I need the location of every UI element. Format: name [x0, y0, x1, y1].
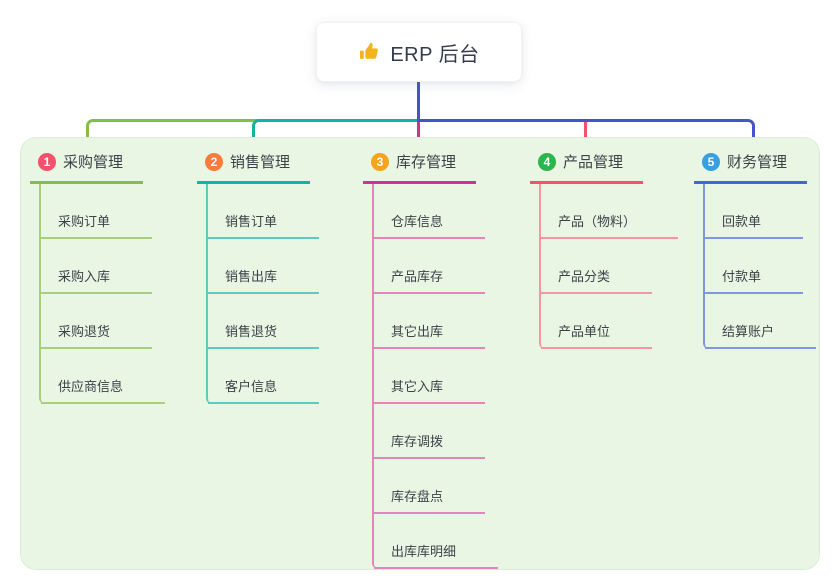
branch-label: 销售管理 [230, 154, 291, 171]
child-node-label[interactable]: 付款单 [705, 266, 804, 294]
child-node-label[interactable]: 采购退货 [41, 321, 153, 349]
branch-number-badge: 3 [371, 152, 389, 171]
child-node-label[interactable]: 供应商信息 [41, 376, 166, 404]
child-node-label[interactable]: 销售出库 [208, 266, 320, 294]
child-node-label[interactable]: 库存调拨 [374, 431, 486, 459]
child-node-label[interactable]: 客户信息 [208, 376, 320, 404]
child-node: 销售出库 [208, 239, 320, 294]
branch-label: 产品管理 [563, 154, 624, 171]
connector-drop-product [584, 122, 587, 142]
branch-number-badge: 1 [38, 152, 56, 171]
branch: 5 财务管理 回款单 付款单 结算账户 [694, 146, 817, 349]
branch-header-3[interactable]: 3 库存管理 [363, 146, 476, 184]
branch-header-4[interactable]: 4 产品管理 [530, 146, 643, 184]
branch-children: 采购订单 采购入库 采购退货 供应商信息 [39, 184, 166, 404]
child-node: 采购订单 [41, 184, 165, 239]
branch-number-badge: 2 [205, 152, 223, 171]
branch-label: 财务管理 [727, 154, 788, 171]
branch-header-2[interactable]: 2 销售管理 [197, 146, 310, 184]
child-node: 销售订单 [208, 184, 320, 239]
branch-header-5[interactable]: 5 财务管理 [694, 146, 807, 184]
child-node: 库存盘点 [374, 459, 498, 514]
child-node: 采购退货 [41, 294, 165, 349]
root-node-label: ERP 后台 [390, 43, 480, 66]
child-node-label[interactable]: 销售退货 [208, 321, 320, 349]
branches-panel [20, 137, 820, 570]
child-node: 结算账户 [705, 294, 817, 349]
connector-elbow-purchase [86, 119, 419, 144]
child-node-label[interactable]: 结算账户 [705, 321, 817, 349]
child-node-label[interactable]: 库存盘点 [374, 486, 486, 514]
branch-children: 回款单 付款单 结算账户 [703, 184, 817, 349]
child-node-label[interactable]: 采购订单 [41, 211, 153, 239]
child-node-label[interactable]: 其它出库 [374, 321, 486, 349]
child-node: 销售退货 [208, 294, 320, 349]
branch-number-badge: 5 [702, 152, 720, 171]
child-node: 库存调拨 [374, 404, 498, 459]
branch-number-badge: 4 [538, 152, 556, 171]
thumbs-up-icon [358, 41, 380, 63]
root-node-erp[interactable]: ERP 后台 [316, 22, 522, 82]
child-node: 付款单 [705, 239, 816, 294]
child-node-label[interactable]: 回款单 [705, 211, 804, 239]
connector-root-stem [417, 82, 420, 120]
child-node: 其它入库 [374, 349, 498, 404]
child-node: 出库库明细 [374, 514, 499, 569]
child-node: 产品单位 [541, 294, 678, 349]
branch-header-1[interactable]: 1 采购管理 [30, 146, 143, 184]
child-node-label[interactable]: 销售订单 [208, 211, 320, 239]
child-node: 其它出库 [374, 294, 498, 349]
child-node-label[interactable]: 采购入库 [41, 266, 153, 294]
child-node: 采购入库 [41, 239, 165, 294]
child-node: 供应商信息 [41, 349, 166, 404]
connector-elbow-sales [252, 119, 419, 144]
branch: 3 库存管理 仓库信息 产品库存 其它出库 其它入库 库存调拨 库存盘点 出库库… [363, 146, 499, 569]
child-node-label[interactable]: 仓库信息 [374, 211, 486, 239]
child-node: 仓库信息 [374, 184, 498, 239]
child-node-label[interactable]: 产品单位 [541, 321, 653, 349]
branch-children: 仓库信息 产品库存 其它出库 其它入库 库存调拨 库存盘点 出库库明细 [372, 184, 499, 569]
connector-elbow-finance [417, 119, 755, 144]
child-node: 回款单 [705, 184, 816, 239]
child-node: 客户信息 [208, 349, 320, 404]
child-node-label[interactable]: 出库库明细 [374, 541, 499, 569]
child-node-label[interactable]: 产品分类 [541, 266, 653, 294]
child-node-label[interactable]: 产品库存 [374, 266, 486, 294]
branch-label: 采购管理 [63, 154, 124, 171]
branch: 2 销售管理 销售订单 销售出库 销售退货 客户信息 [197, 146, 320, 404]
branch: 4 产品管理 产品（物料） 产品分类 产品单位 [530, 146, 679, 349]
branch: 1 采购管理 采购订单 采购入库 采购退货 供应商信息 [30, 146, 166, 404]
branch-label: 库存管理 [396, 154, 457, 171]
child-node: 产品库存 [374, 239, 498, 294]
child-node-label[interactable]: 其它入库 [374, 376, 486, 404]
child-node: 产品分类 [541, 239, 678, 294]
child-node-label[interactable]: 产品（物料） [541, 211, 679, 239]
branch-children: 产品（物料） 产品分类 产品单位 [539, 184, 679, 349]
connector-drop-inventory [417, 122, 420, 142]
child-node: 产品（物料） [541, 184, 679, 239]
branch-children: 销售订单 销售出库 销售退货 客户信息 [206, 184, 320, 404]
